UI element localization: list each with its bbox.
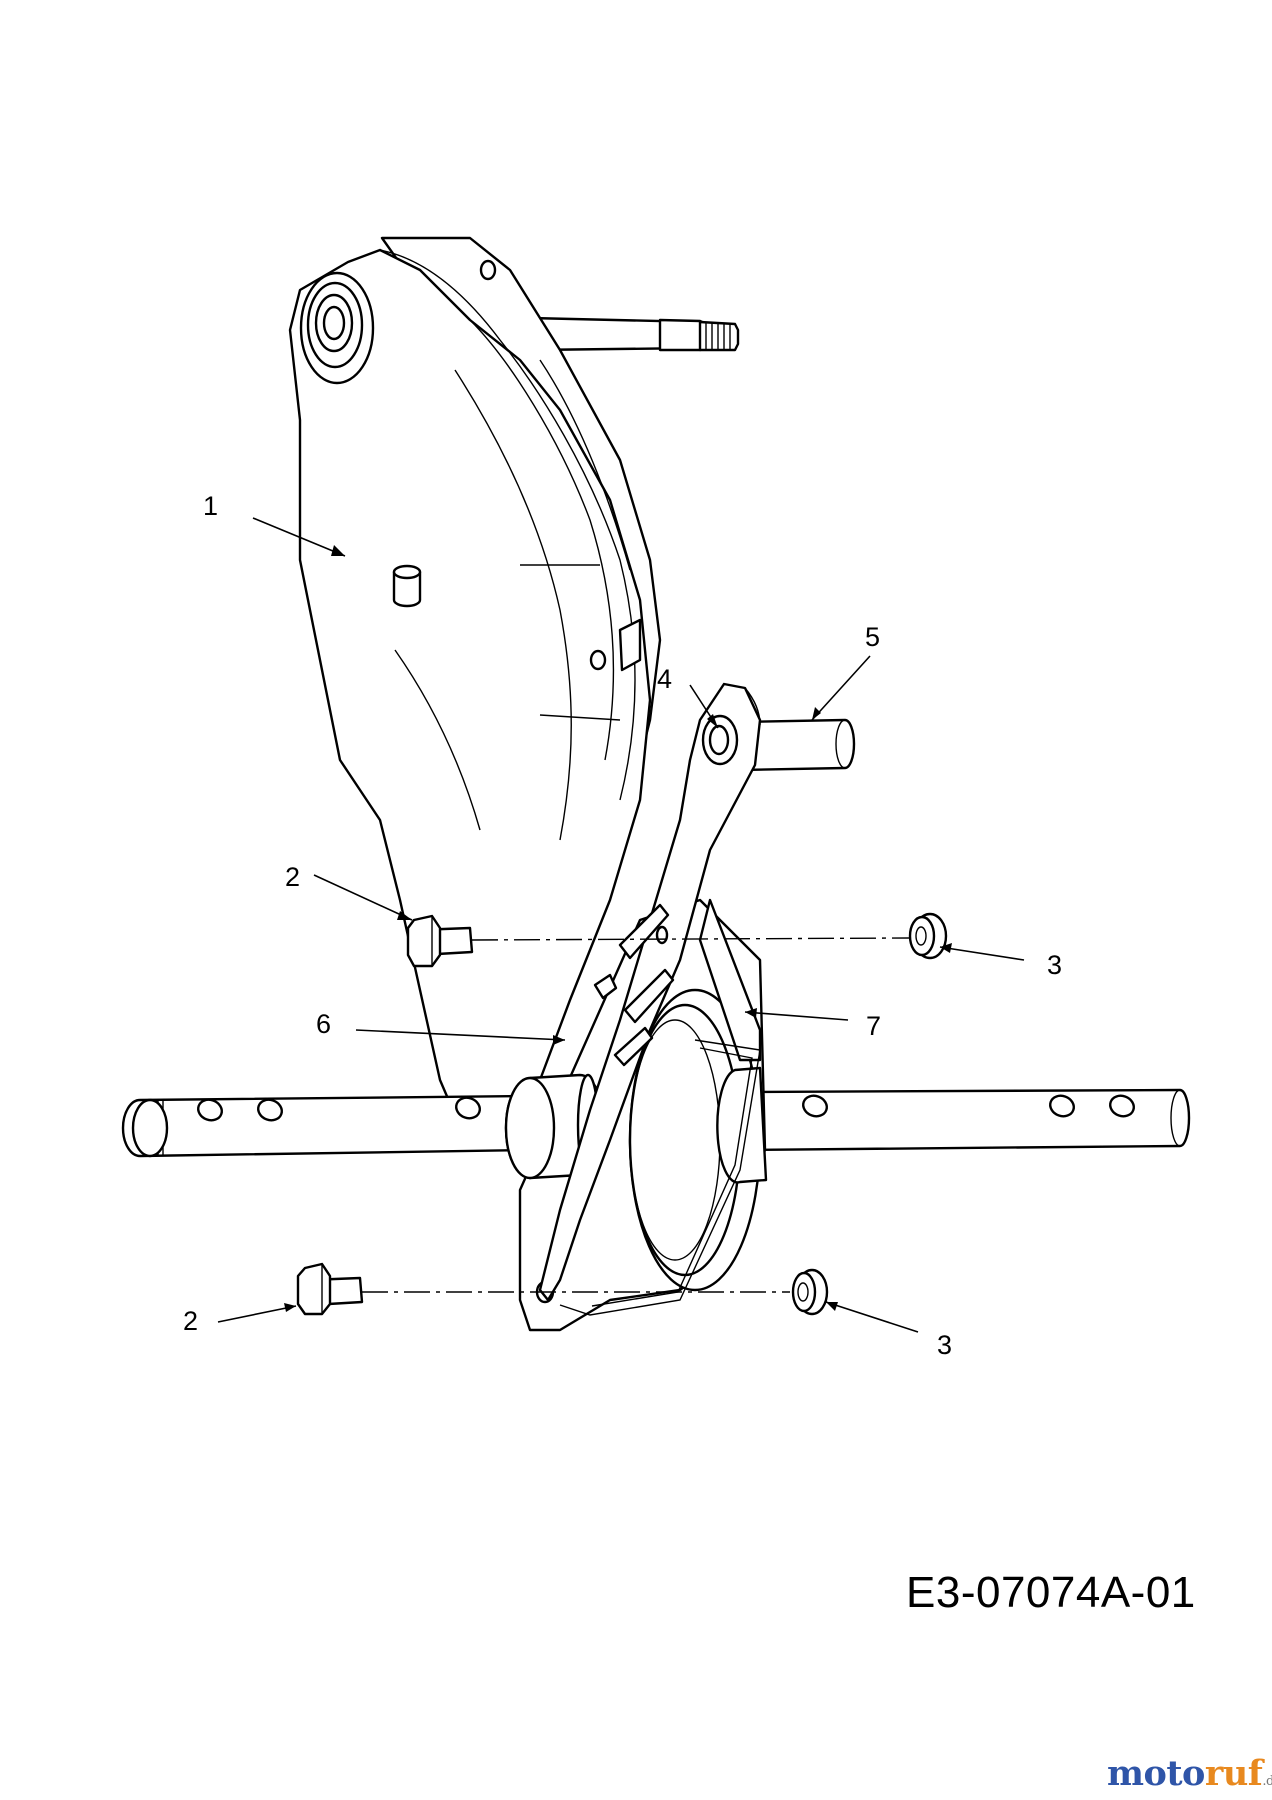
leader-lines — [217, 517, 1025, 1333]
watermark-suffix: .de — [1262, 1774, 1272, 1789]
drawing-code: E3-07074A-01 — [906, 1568, 1196, 1617]
axle-shaft — [121, 1088, 1191, 1158]
callout-3-lower: 3 — [937, 1330, 952, 1360]
tension-lever — [538, 682, 762, 1302]
nut-lower — [791, 1268, 829, 1316]
callout-2-upper: 2 — [285, 862, 300, 892]
drive-housing — [288, 236, 662, 1152]
callout-2-lower: 2 — [183, 1306, 198, 1336]
callout-3-upper: 3 — [1047, 950, 1062, 980]
spring-bracket — [559, 898, 762, 1316]
watermark-part-blue: moto — [1107, 1753, 1205, 1794]
nut-upper — [908, 912, 948, 960]
callout-7: 7 — [866, 1011, 881, 1041]
rear-threaded-shaft — [528, 316, 740, 352]
callout-1: 1 — [203, 491, 218, 521]
motoruf-watermark: motoruf.de — [1107, 1753, 1272, 1794]
bearing-boss — [299, 271, 375, 385]
bolt-lower — [296, 1262, 364, 1316]
callout-5: 5 — [865, 622, 880, 652]
pulley-assembly — [518, 898, 767, 1332]
callout-6: 6 — [316, 1009, 331, 1039]
locating-pin — [392, 564, 422, 608]
pivot-shaft — [738, 718, 856, 772]
bolt-upper — [406, 914, 474, 968]
assembly-axis-upper — [471, 937, 911, 941]
callout-4: 4 — [657, 664, 672, 694]
watermark-part-orange: ruf — [1204, 1753, 1263, 1794]
